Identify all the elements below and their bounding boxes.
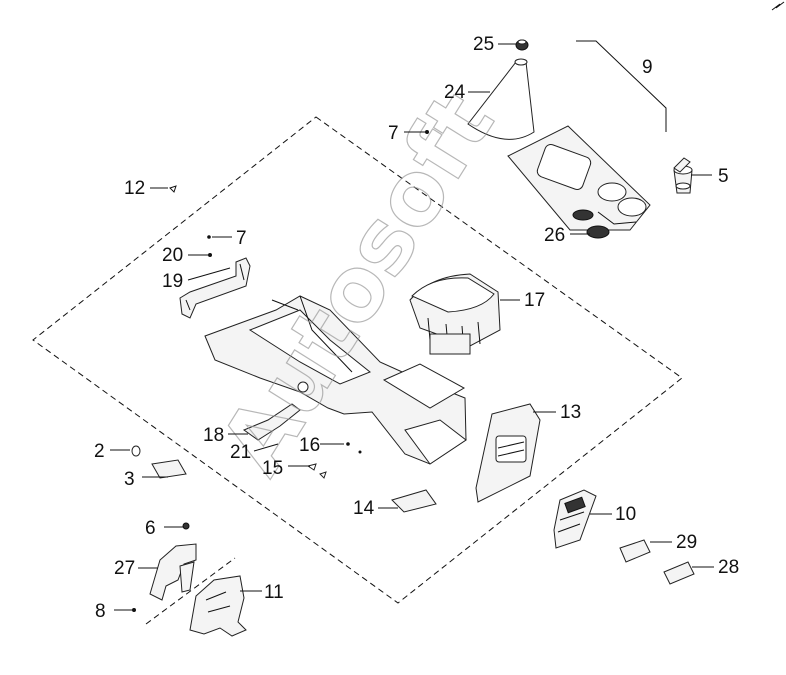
part-5-cup bbox=[673, 157, 693, 194]
callout-5: 5 bbox=[718, 166, 729, 187]
part-console-body bbox=[204, 295, 467, 465]
callout-7-left: 7 bbox=[236, 228, 247, 249]
part-29-switch bbox=[619, 539, 651, 563]
callout-2: 2 bbox=[94, 441, 105, 462]
part-3-pad bbox=[151, 459, 187, 479]
part-16-screw-b bbox=[358, 450, 362, 454]
part-17-armrest bbox=[409, 273, 501, 355]
callout-13: 13 bbox=[560, 402, 581, 423]
part-7-screw-left bbox=[207, 235, 211, 239]
callout-15: 15 bbox=[262, 458, 283, 479]
part-18-bracket bbox=[242, 403, 301, 441]
part-16-screw bbox=[346, 442, 350, 446]
callout-20: 20 bbox=[162, 245, 183, 266]
part-28-switch bbox=[663, 561, 695, 585]
callout-6: 6 bbox=[145, 518, 156, 539]
callout-10: 10 bbox=[615, 504, 636, 525]
callout-labels: 25 24 9 7 12 7 20 19 17 5 26 13 2 3 18 2… bbox=[94, 34, 739, 622]
callout-14: 14 bbox=[353, 498, 375, 519]
part-15-clip bbox=[306, 463, 327, 479]
callout-25: 25 bbox=[473, 34, 494, 55]
part-10-switch-module bbox=[553, 489, 597, 549]
leader-lines bbox=[110, 40, 714, 611]
callout-24: 24 bbox=[444, 82, 466, 103]
assembly-boundary bbox=[32, 116, 683, 604]
callout-21: 21 bbox=[230, 442, 251, 463]
part-14-mat bbox=[391, 489, 437, 513]
callout-16: 16 bbox=[299, 435, 320, 456]
part-19-bracket bbox=[179, 257, 251, 319]
part-20-screw bbox=[208, 253, 212, 257]
sub-boundary bbox=[145, 557, 236, 625]
callout-11: 11 bbox=[264, 582, 284, 603]
callout-9: 9 bbox=[642, 57, 653, 78]
part-9-bezel bbox=[507, 125, 651, 231]
part-27-bracket bbox=[149, 543, 197, 601]
part-8-screw bbox=[132, 608, 136, 612]
part-7-screw-top bbox=[425, 130, 429, 134]
part-2-grommet bbox=[131, 445, 141, 457]
callout-28: 28 bbox=[718, 557, 739, 578]
part-11-bracket bbox=[189, 575, 247, 637]
callout-18: 18 bbox=[203, 425, 224, 446]
callout-27: 27 bbox=[114, 558, 135, 579]
callout-26: 26 bbox=[544, 225, 565, 246]
part-13-rear-panel bbox=[475, 403, 541, 503]
part-26-mats bbox=[572, 209, 610, 239]
callout-12: 12 bbox=[124, 178, 145, 199]
callout-8: 8 bbox=[95, 601, 106, 622]
callout-17: 17 bbox=[524, 290, 545, 311]
callout-29: 29 bbox=[676, 532, 697, 553]
callout-3: 3 bbox=[124, 469, 135, 490]
callout-19: 19 bbox=[162, 271, 183, 292]
callout-7-top: 7 bbox=[388, 123, 399, 144]
part-24-shift-boot bbox=[467, 58, 535, 140]
part-12-clip bbox=[169, 185, 177, 193]
part-6-nut bbox=[182, 522, 190, 530]
corner-mark bbox=[771, 1, 785, 11]
part-25-knob bbox=[515, 39, 529, 51]
